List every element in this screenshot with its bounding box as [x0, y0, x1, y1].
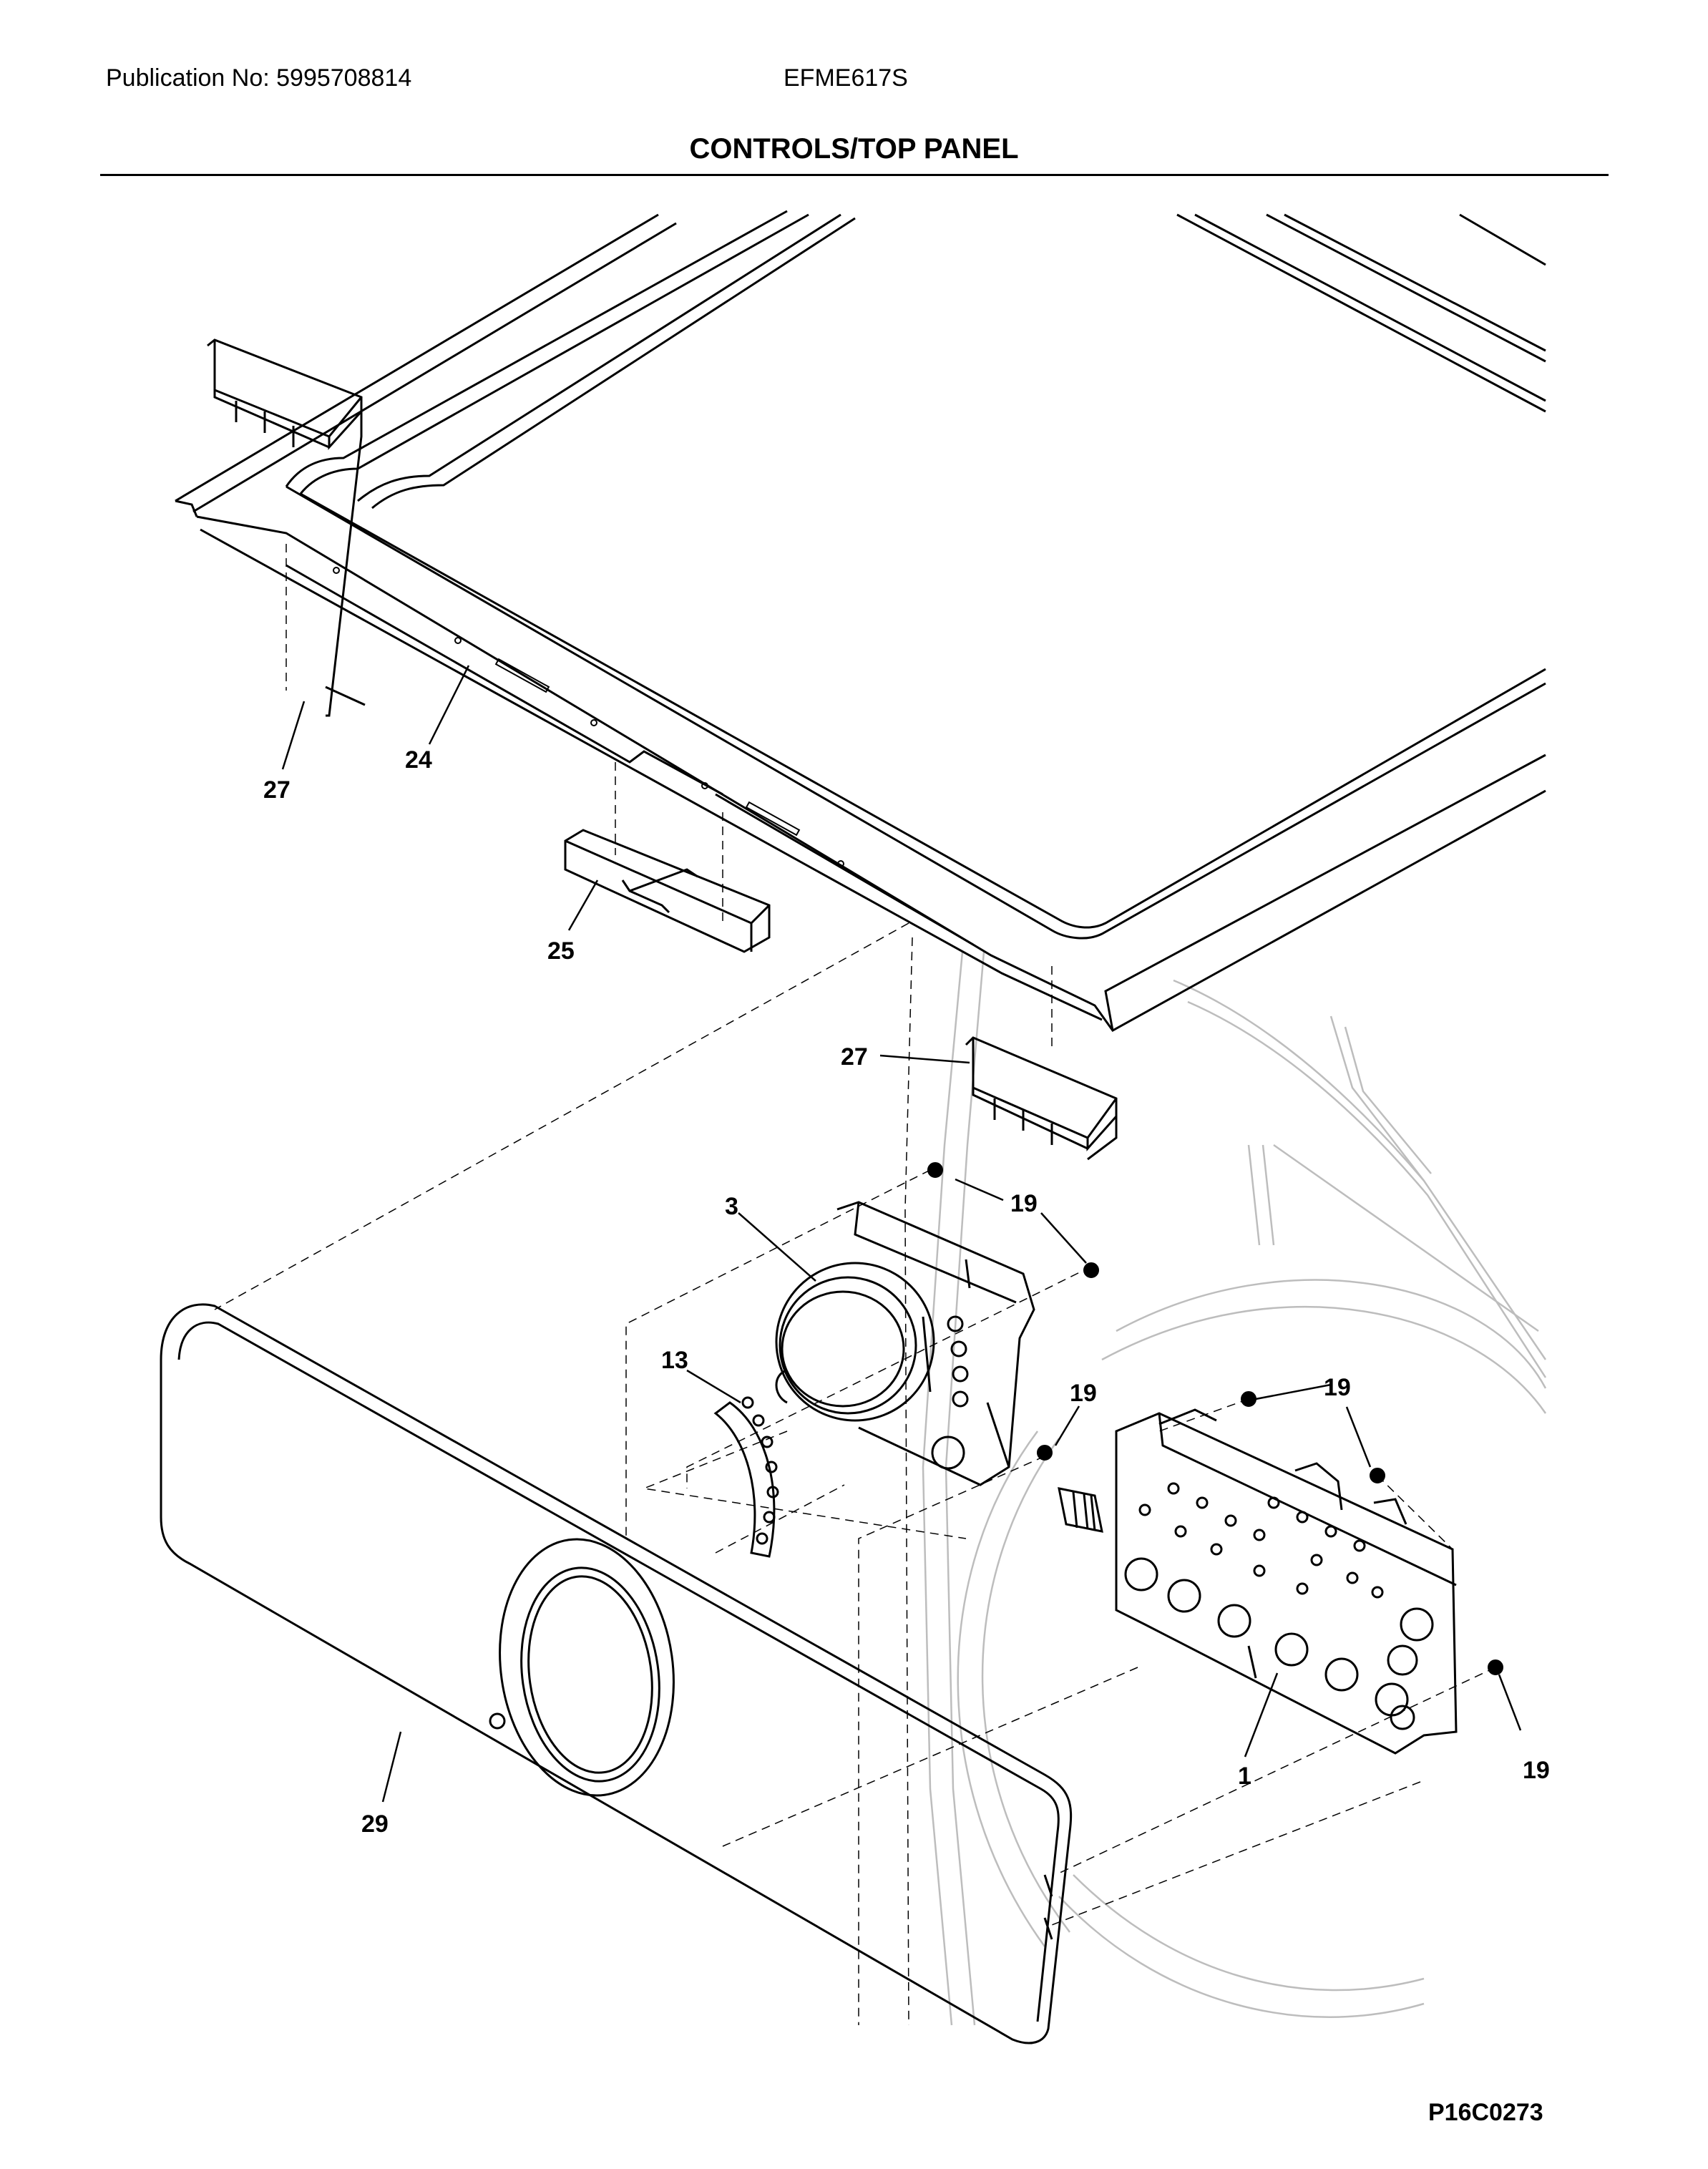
light-pipe: [713, 1396, 779, 1558]
top-panel-holes: [333, 567, 844, 867]
model-number: EFME617S: [784, 64, 908, 92]
cabinet-outline: [922, 951, 1547, 2026]
callout-19-top: 19: [1010, 1190, 1038, 1217]
publication-number: Publication No: 5995708814: [106, 64, 412, 92]
bracket-left: [207, 338, 366, 717]
callout-24: 24: [405, 746, 432, 774]
encoder-assembly: [775, 1201, 1035, 1486]
callout-19-board-top: 19: [1324, 1374, 1351, 1401]
top-panel: [175, 210, 1546, 1032]
callout-27-right: 27: [841, 1043, 868, 1071]
callout-29: 29: [361, 1810, 389, 1838]
alignment-lines: [214, 544, 1496, 2026]
console-panel: [160, 1303, 1073, 2044]
part-callouts: 24 27 25 27 3 19 13 19 19 1 19 29: [263, 746, 1550, 1838]
leader-lines: [281, 665, 1522, 1803]
callout-27-left: 27: [263, 776, 291, 804]
callout-25: 25: [547, 937, 575, 965]
cover-part: [564, 829, 771, 953]
callout-3: 3: [725, 1193, 738, 1220]
bracket-right: [965, 1036, 1118, 1161]
screws: [927, 1162, 1503, 1675]
header-rule: [100, 174, 1609, 176]
section-title: CONTROLS/TOP PANEL: [689, 133, 1019, 165]
control-board: [1058, 1408, 1458, 1755]
drum-outline: [957, 1279, 1547, 2018]
callout-1: 1: [1238, 1763, 1251, 1790]
callout-13: 13: [661, 1347, 688, 1374]
callout-19-bottom: 19: [1523, 1757, 1550, 1784]
diagram-code: P16C0273: [1428, 2099, 1543, 2126]
callout-19-middle: 19: [1070, 1380, 1097, 1407]
